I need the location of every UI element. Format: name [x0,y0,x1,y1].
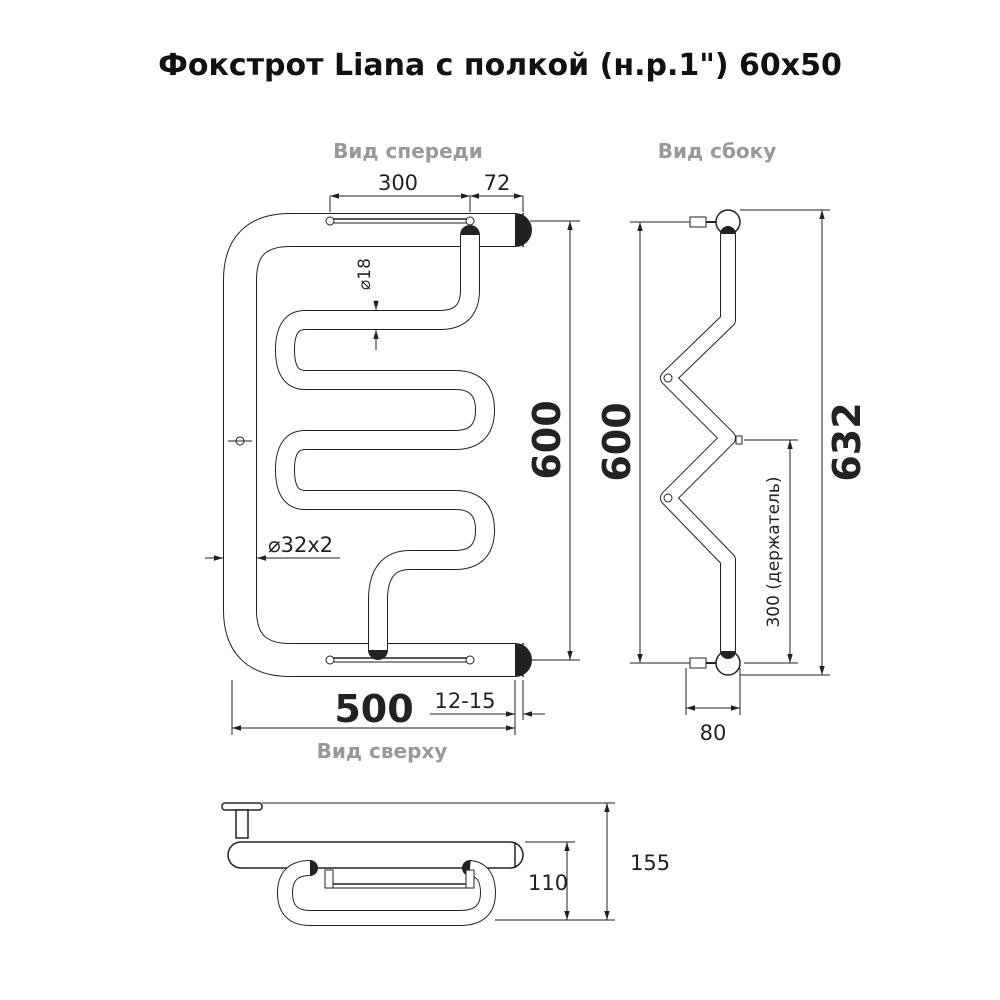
top-loop-tube [277,860,496,926]
total-height-dim: 632 [825,402,869,481]
top-view-label: Вид сверху [317,739,448,763]
shelf-offset-dim: 72 [484,171,511,195]
side-dimensions: 600 632 300 (держатель) 80 [595,209,869,745]
width-dim: 500 [334,687,413,731]
top-depth-total-dim: 155 [630,851,670,875]
front-dimensions: 300 72 ⌀18 ⌀32х2 600 500 12-15 [205,171,580,735]
outer-diameter-dim: ⌀32х2 [268,533,333,557]
inner-diameter-dim: ⌀18 [355,258,375,290]
top-dimensions: 155 110 [262,802,670,921]
top-depth-inner-dim: 110 [528,871,568,895]
front-height-dim: 600 [525,400,569,479]
shelf-width-dim: 300 [378,171,418,195]
page-title: Фокстрот Liana с полкой (н.р.1") 60х50 [158,48,842,83]
top-view [221,802,524,926]
holder-distance-dim: 300 (держатель) [764,476,784,627]
side-view-label: Вид сбоку [658,139,777,163]
front-view [223,213,532,677]
side-height-dim: 600 [595,402,639,481]
wall-flange [221,802,263,811]
front-view-label: Вид спереди [333,139,483,163]
depth-dim: 80 [700,721,727,745]
side-view [660,209,743,676]
connection-gap-dim: 12-15 [434,689,495,713]
